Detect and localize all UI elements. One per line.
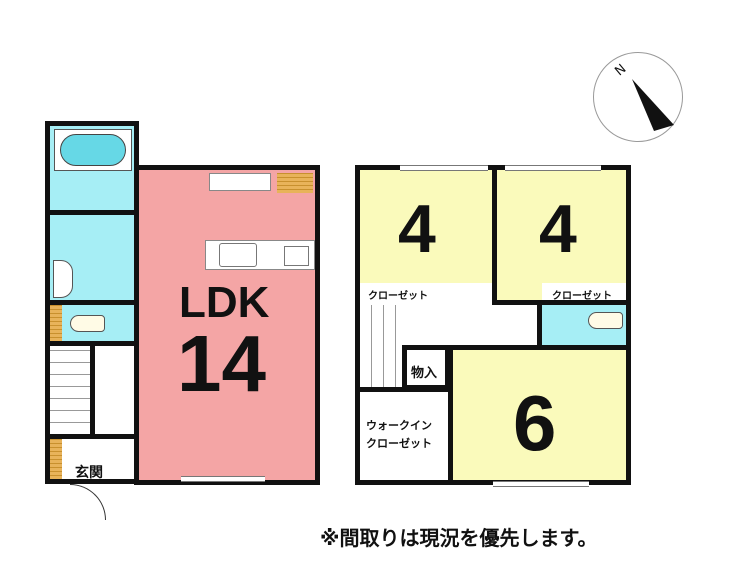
walk-in-closet: ウォークイン クローゼット [355,387,453,485]
compass: N [593,52,683,142]
bedroom-a-size: 4 [398,191,436,267]
storage-label: 物入 [411,366,438,381]
floor-2: 4 クローゼット 4 クローゼット 物入 ウォークイン クローゼット 6 [355,165,631,487]
toilet-icon [588,312,623,329]
bedroom-b: 4 クローゼット [492,165,631,305]
toilet-2f [537,300,631,350]
ldk-label: LDK [179,278,270,327]
storage: 物入 [402,345,450,390]
closet-a-label: クローゼット [368,291,428,302]
entrance-label: 玄関 [75,465,103,481]
note-text: ※間取りは現況を優先します。 [320,526,598,550]
floor-1: 玄関 LDK 14 [0,0,330,540]
bedroom-c: 6 [448,345,631,487]
entrance: 玄関 [45,434,139,484]
ldk-room: LDK 14 [134,165,320,485]
bedroom-b-size: 4 [539,191,577,267]
sink-icon [53,260,73,298]
bathroom [45,121,139,215]
stove-icon [284,246,309,266]
north-arrow-icon [632,79,674,131]
stairs-2f [360,305,400,387]
closet-b-label: クローゼット [552,291,612,302]
bathtub [54,129,132,171]
bedroom-c-size: 6 [513,379,557,467]
ldk-size: 14 [177,319,266,408]
bedroom-a: 4 クローゼット [355,165,497,305]
kitchen-counter [205,240,315,270]
toilet-icon [70,315,105,332]
walkin-label-2: クローゼット [366,437,432,450]
walkin-label-1: ウォークイン [366,419,432,432]
